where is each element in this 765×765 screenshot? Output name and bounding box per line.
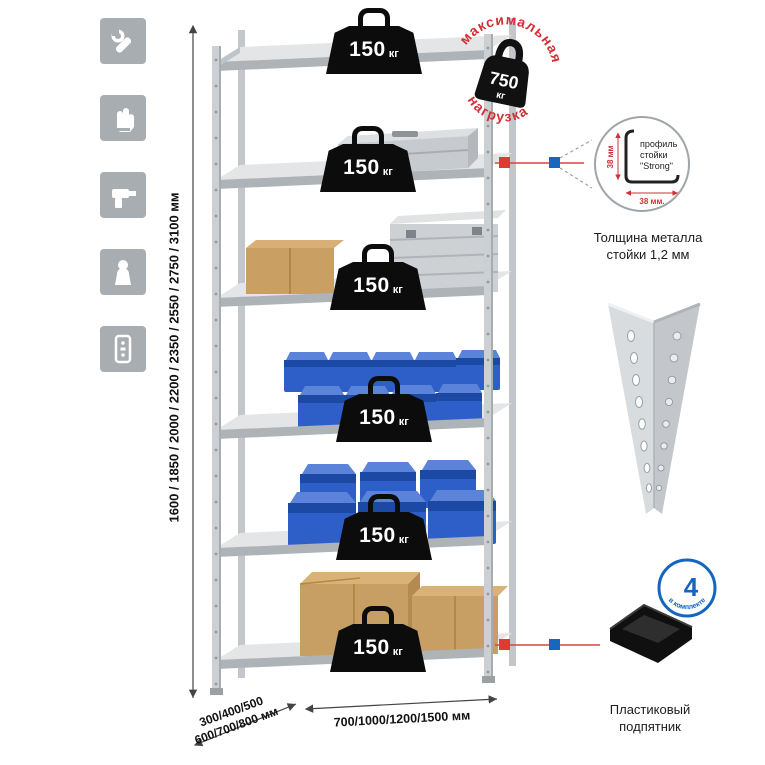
dimension-lines [188,24,498,747]
weight-handle-icon [358,8,390,26]
shelf5-load-unit: кг [398,533,409,546]
shelf6-load-value: 150 [353,636,390,659]
shelf4-load-value: 150 [359,406,396,429]
profile-label: профиль стойки "Strong" [640,139,678,171]
included-count-value: 4 [684,572,699,602]
feature-tile-drill [100,172,146,218]
weight-handle-icon [368,494,400,512]
profile-dim-vertical: 38 мм [606,145,615,168]
weight-handle-icon [352,126,384,144]
max-load-stamp: максимальная нагрузка 750 кг [454,1,573,131]
stamp-load-unit: кг [495,90,506,103]
person-icon [115,260,131,285]
weight-handle-icon [368,376,400,394]
foot-caption: Пластиковый подпятник [609,702,691,734]
glove-icon [117,108,135,132]
svg-text:"Strong": "Strong" [640,161,673,171]
shelf2-load-value: 150 [343,156,380,179]
shelf2-load-unit: кг [382,165,393,178]
shelf4-load-unit: кг [398,415,409,428]
svg-text:стойки: стойки [640,150,668,160]
drill-icon [112,189,136,208]
feature-tile-gloves [100,95,146,141]
shelf6-load-unit: кг [392,645,403,658]
profile-callout: 38 мм 38 мм. профиль стойки "Strong" [594,116,690,212]
shelf3-load-value: 150 [353,274,390,297]
shelf3-load-unit: кг [392,283,403,296]
callout-connectors [495,139,600,650]
profile-dim-horizontal: 38 мм. [639,197,664,206]
included-count-badge: 4 в комплекте [657,558,717,618]
wrench-icon [111,29,132,53]
rack-profile-icon [114,334,132,364]
shelf5-load-value: 150 [359,524,396,547]
shelf1-load-value: 150 [349,38,386,61]
stamp-weight-icon [474,38,529,108]
weight-handle-icon [362,244,394,262]
height-dimension-label: 1600 / 1850 / 2000 / 2200 / 2350 / 2550 … [166,192,182,523]
perforated-post-image [607,302,701,514]
shelf1-load-unit: кг [388,47,399,60]
rack-back-posts [238,18,516,678]
profile-caption: Толщина металла стойки 1,2 мм [593,230,703,262]
feature-tile-rack-profile [100,326,146,372]
plastic-foot-image [609,603,693,663]
profile-angle-drawing [624,129,680,184]
svg-text:профиль: профиль [640,139,678,149]
feature-tile-person [100,249,146,295]
feature-tile-tools [100,18,146,64]
weight-handle-icon [362,606,394,624]
